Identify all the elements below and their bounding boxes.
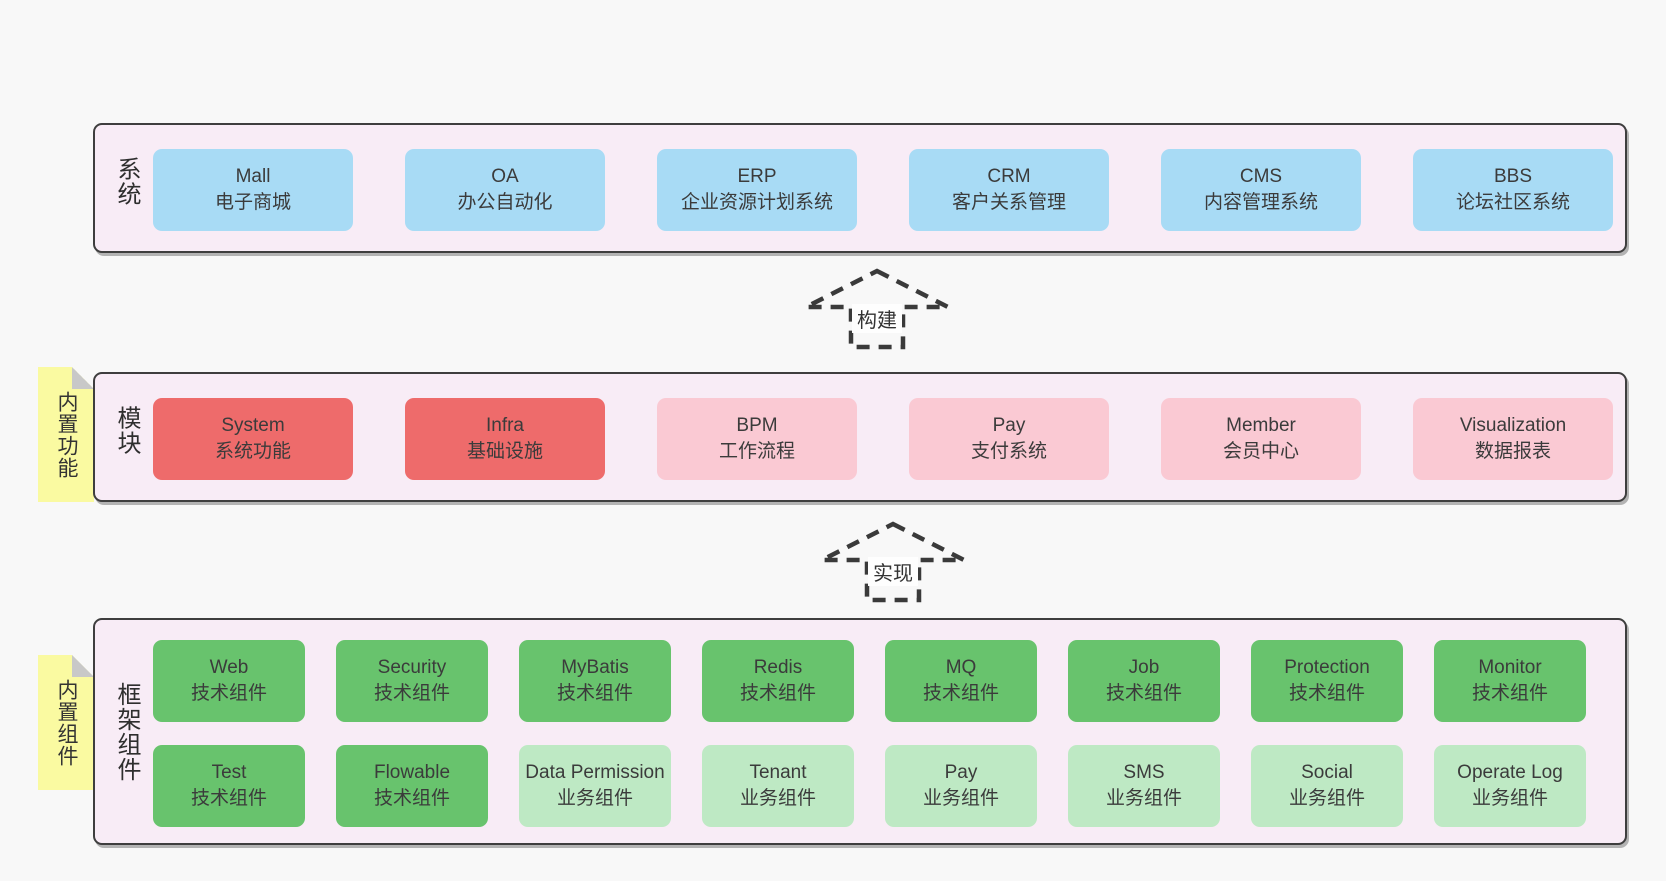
box-mall: Mall 电子商城 (153, 149, 353, 231)
business-box-row: Mall 电子商城 OA 办公自动化 ERP 企业资源计划系统 CRM 客户关系… (153, 149, 1613, 231)
components-box-row-2: Test 技术组件 Flowable 技术组件 Data Permission … (153, 745, 1586, 827)
box-redis: Redis 技术组件 (702, 640, 854, 722)
sticky-label: 内置组件 (55, 678, 78, 767)
box-system: System 系统功能 (153, 398, 353, 480)
box-tenant: Tenant 业务组件 (702, 745, 854, 827)
box-job: Job 技术组件 (1068, 640, 1220, 722)
box-bbs: BBS 论坛社区系统 (1413, 149, 1613, 231)
box-cms: CMS 内容管理系统 (1161, 149, 1361, 231)
box-security: Security 技术组件 (336, 640, 488, 722)
box-sms: SMS 业务组件 (1068, 745, 1220, 827)
arrow-build: 构建 (802, 268, 952, 350)
box-mybatis: MyBatis 技术组件 (519, 640, 671, 722)
box-test: Test 技术组件 (153, 745, 305, 827)
box-member: Member 会员中心 (1161, 398, 1361, 480)
box-infra: Infra 基础设施 (405, 398, 605, 480)
box-monitor: Monitor 技术组件 (1434, 640, 1586, 722)
layer-label: 框架组件 (113, 681, 140, 782)
box-social: Social 业务组件 (1251, 745, 1403, 827)
dashed-up-arrow (804, 268, 950, 350)
box-operate-log: Operate Log 业务组件 (1434, 745, 1586, 827)
box-data-permission: Data Permission 业务组件 (519, 745, 671, 827)
components-box-row-1: Web 技术组件 Security 技术组件 MyBatis 技术组件 Redi… (153, 640, 1586, 722)
box-flowable: Flowable 技术组件 (336, 745, 488, 827)
modules-box-row: System 系统功能 Infra 基础设施 BPM 工作流程 Pay 支付系统… (153, 398, 1613, 480)
box-pay: Pay 支付系统 (909, 398, 1109, 480)
folded-corner (72, 655, 94, 677)
layer-business-systems: 业务系统 Mall 电子商城 OA 办公自动化 ERP 企业资源计划系统 CRM… (93, 123, 1627, 253)
layer-framework-components: 框架组件 Web 技术组件 Security 技术组件 MyBatis 技术组件… (93, 618, 1627, 845)
layer-common-modules: 通用模块 System 系统功能 Infra 基础设施 BPM 工作流程 Pay… (93, 372, 1627, 502)
box-bpm: BPM 工作流程 (657, 398, 857, 480)
folded-corner (72, 367, 94, 389)
sticky-label: 内置功能 (55, 390, 78, 479)
box-erp: ERP 企业资源计划系统 (657, 149, 857, 231)
arrow-label: 构建 (852, 304, 902, 333)
arrow-label: 实现 (868, 557, 918, 586)
sticky-note-builtin-features: 内置功能 (38, 367, 94, 502)
box-oa: OA 办公自动化 (405, 149, 605, 231)
arrow-implement: 实现 (818, 521, 968, 603)
box-protection: Protection 技术组件 (1251, 640, 1403, 722)
box-visualization: Visualization 数据报表 (1413, 398, 1613, 480)
sticky-note-builtin-components: 内置组件 (38, 655, 94, 790)
box-mq: MQ 技术组件 (885, 640, 1037, 722)
box-crm: CRM 客户关系管理 (909, 149, 1109, 231)
box-web: Web 技术组件 (153, 640, 305, 722)
box-pay-component: Pay 业务组件 (885, 745, 1037, 827)
dashed-up-arrow (820, 521, 966, 603)
